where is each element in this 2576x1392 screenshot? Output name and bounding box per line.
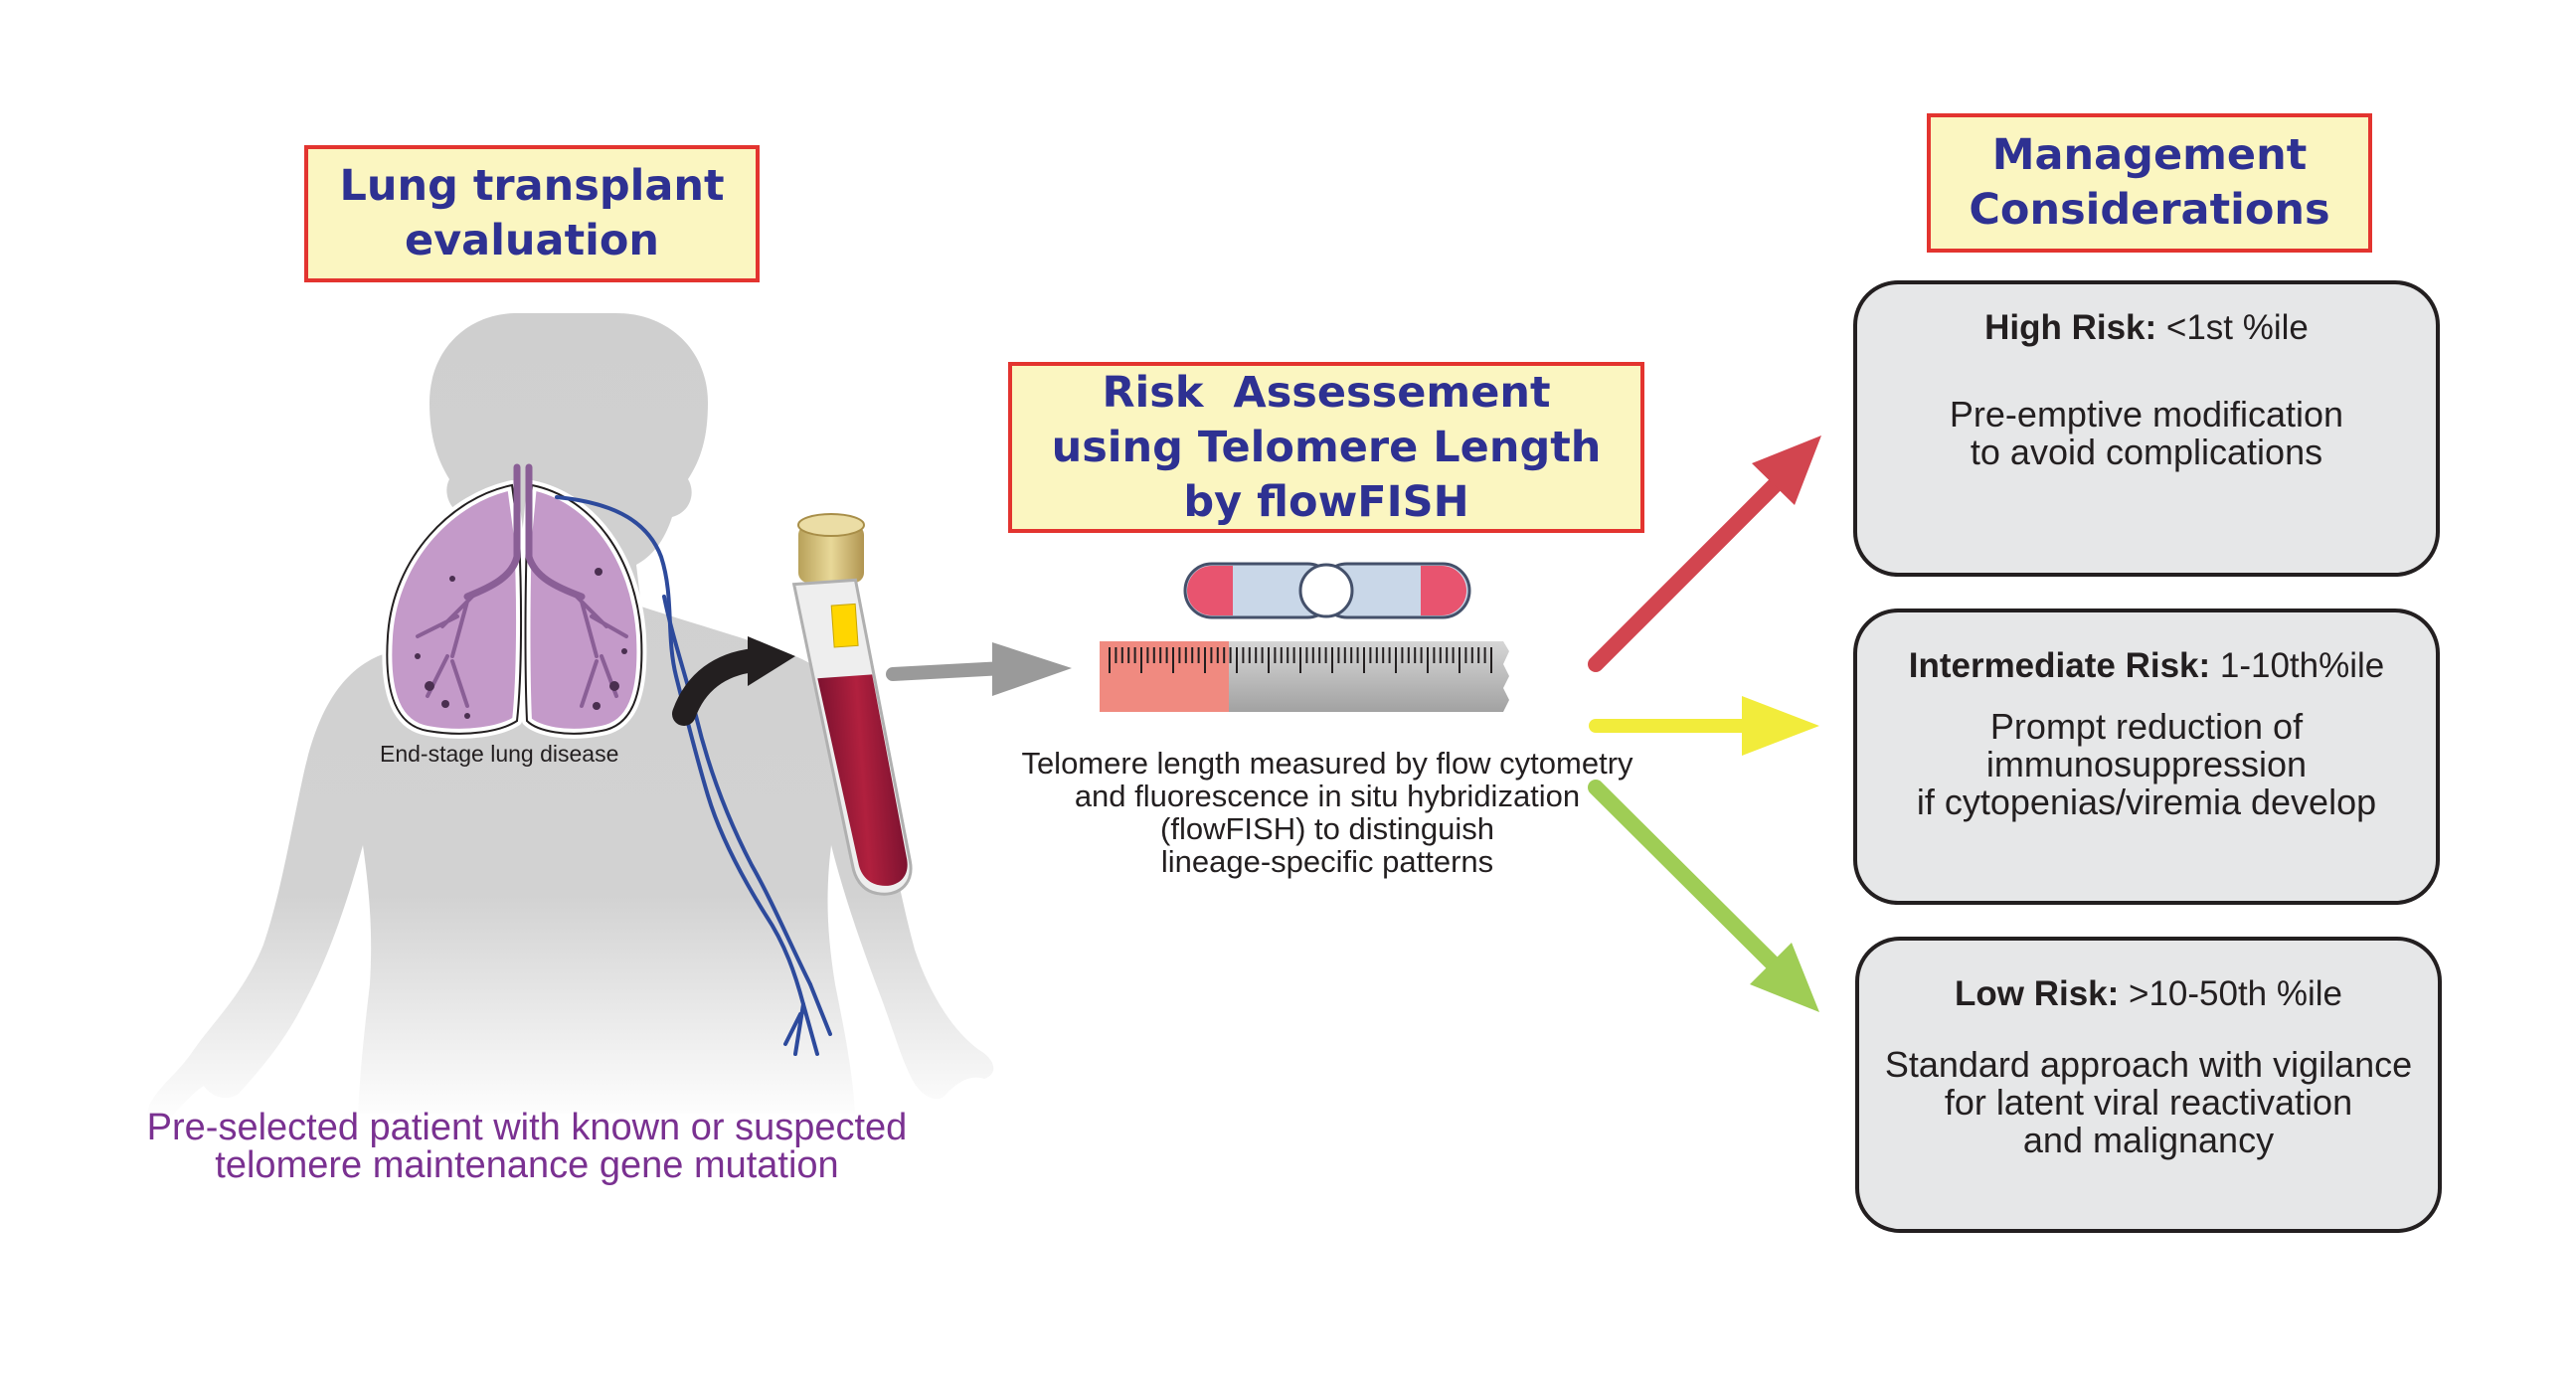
- high-risk-body: Pre-emptive modification to avoid compli…: [1857, 396, 2436, 471]
- curved-arrow-icon: [672, 636, 795, 726]
- lung-disease-label: End-stage lung disease: [380, 741, 619, 767]
- low-risk-heading: Low Risk: >10-50th %ile: [1859, 974, 2438, 1014]
- flowfish-caption-line-2: and fluorescence in situ hybridization: [1074, 779, 1581, 813]
- low-risk-box: Low Risk: >10-50th %ile Standard approac…: [1855, 937, 2442, 1233]
- flowfish-caption-line-1: Telomere length measured by flow cytomet…: [1021, 746, 1633, 781]
- intermediate-risk-arrow-icon: [1589, 696, 1819, 756]
- high-risk-box: High Risk: <1st %ile Pre-emptive modific…: [1853, 280, 2440, 577]
- management-title: Management Considerations: [1927, 113, 2372, 253]
- chromosome-icon: [1183, 562, 1471, 619]
- vein-icon: [555, 495, 832, 1056]
- high-risk-label: High Risk:: [1984, 308, 2157, 347]
- flowfish-caption-line-3: (flowFISH) to distinguish: [1160, 811, 1494, 846]
- flowfish-caption: Telomere length measured by flow cytomet…: [925, 747, 1730, 878]
- lung-transplant-title-line-2: evaluation: [404, 216, 660, 265]
- low-risk-body-line-1: Standard approach with vigilance: [1884, 1044, 2413, 1085]
- gray-arrow-icon: [886, 642, 1072, 696]
- low-risk-body-line-2: for latent viral reactivation: [1944, 1082, 2353, 1123]
- low-risk-arrow-icon: [1588, 780, 1819, 1012]
- intermediate-risk-heading: Intermediate Risk: 1-10th%ile: [1857, 646, 2436, 686]
- lungs-icon: [382, 463, 647, 739]
- flowfish-caption-line-4: lineage-specific patterns: [1160, 844, 1494, 879]
- intermediate-risk-box: Intermediate Risk: 1-10th%ile Prompt red…: [1853, 609, 2440, 905]
- risk-assessment-title-line-3: by flowFISH: [1183, 476, 1469, 527]
- risk-assessment-title: Risk Assessement using Telomere Length b…: [1008, 362, 1644, 533]
- high-risk-arrow-icon: [1588, 435, 1821, 672]
- risk-assessment-title-line-1: Risk Assessement: [1102, 367, 1551, 418]
- intermediate-risk-body-line-3: if cytopenias/viremia develop: [1916, 782, 2377, 822]
- ruler-icon: [1100, 641, 1509, 712]
- lung-transplant-title-line-1: Lung transplant: [339, 161, 725, 211]
- low-risk-body: Standard approach with vigilance for lat…: [1859, 1046, 2438, 1159]
- intermediate-risk-body: Prompt reduction of immunosuppression if…: [1857, 708, 2436, 821]
- high-risk-body-line-1: Pre-emptive modification: [1949, 394, 2344, 435]
- low-risk-body-line-3: and malignancy: [2022, 1120, 2275, 1160]
- patient-caption-line-2: telomere maintenance gene mutation: [215, 1144, 839, 1186]
- risk-assessment-title-line-2: using Telomere Length: [1051, 422, 1602, 472]
- lung-transplant-title: Lung transplant evaluation: [304, 145, 760, 282]
- high-risk-body-line-2: to avoid complications: [1970, 432, 2323, 472]
- management-title-line-2: Considerations: [1969, 185, 2330, 235]
- patient-caption: Pre-selected patient with known or suspe…: [129, 1109, 925, 1184]
- intermediate-risk-body-line-2: immunosuppression: [1985, 744, 2308, 784]
- patient-caption-line-1: Pre-selected patient with known or suspe…: [146, 1107, 908, 1148]
- high-risk-range: <1st %ile: [2156, 308, 2309, 347]
- high-risk-heading: High Risk: <1st %ile: [1857, 308, 2436, 348]
- blood-tube-icon: [791, 513, 913, 896]
- low-risk-range: >10-50th %ile: [2119, 974, 2343, 1013]
- intermediate-risk-body-line-1: Prompt reduction of: [1989, 706, 2304, 747]
- management-title-line-1: Management: [1991, 130, 2308, 180]
- intermediate-risk-label: Intermediate Risk:: [1908, 646, 2211, 685]
- intermediate-risk-range: 1-10th%ile: [2210, 646, 2385, 685]
- low-risk-label: Low Risk:: [1954, 974, 2120, 1013]
